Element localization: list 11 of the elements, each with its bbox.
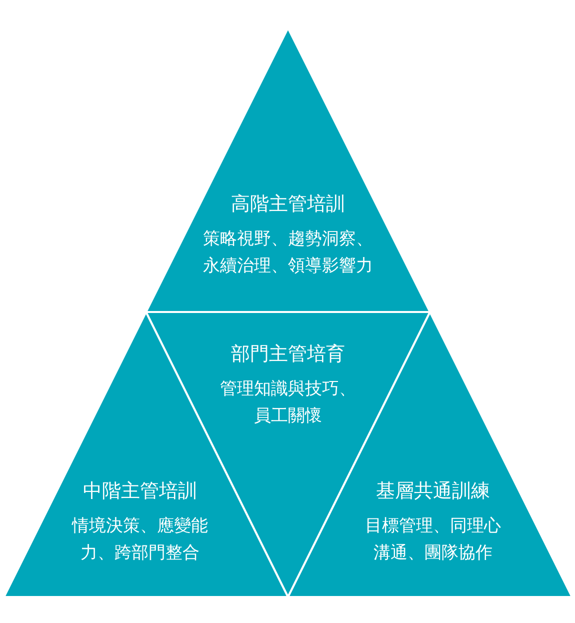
- panel-heading: 中階主管培訓: [83, 479, 197, 504]
- panel-text: 管理知識與技巧、員工關懷: [219, 378, 357, 428]
- panel-heading: 基層共通訓練: [376, 479, 490, 504]
- triangle-panel: [4, 312, 288, 597]
- triangle-panel: [288, 312, 572, 597]
- panel-text: 策略視野、趨勢洞察、永續治理、領導影響力: [202, 228, 374, 278]
- panel-text: 情境決策、應變能力、跨部門整合: [70, 515, 209, 565]
- panel-heading: 部門主管培育: [231, 342, 345, 367]
- panel-heading: 高階主管培訓: [231, 192, 345, 217]
- triangle-panel: [146, 28, 430, 312]
- panel-text: 目標管理、同理心溝通、團隊協作: [364, 515, 502, 565]
